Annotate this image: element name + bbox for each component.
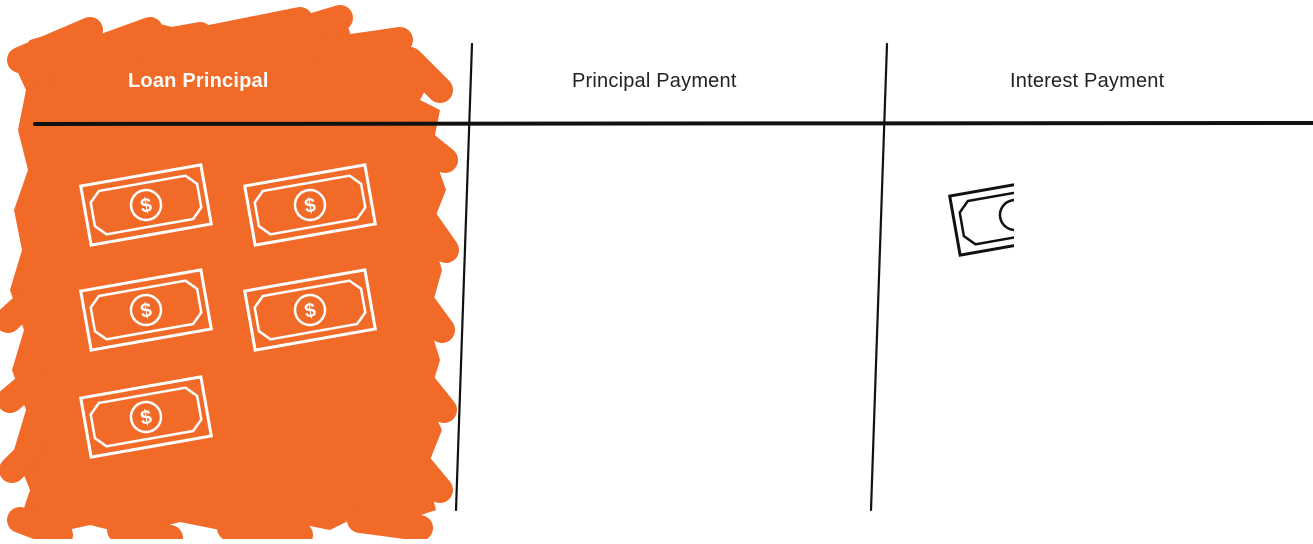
column-divider-2 [871,44,887,510]
column-header-principal-payment: Principal Payment [572,70,737,93]
loan-principal-highlight [8,16,446,538]
interest-payment-bill [950,175,1081,255]
column-divider-1 [456,44,472,510]
dollar-bill-icon-partial [950,175,1081,255]
highlight-fill [10,16,446,536]
bill-outline [950,175,1081,255]
bill-medallion [998,198,1033,233]
bill-inner-border [958,184,1072,246]
column-header-loan-principal: Loan Principal [128,70,269,93]
column-header-interest-payment: Interest Payment [1010,70,1164,93]
header-divider-line [35,123,1313,124]
